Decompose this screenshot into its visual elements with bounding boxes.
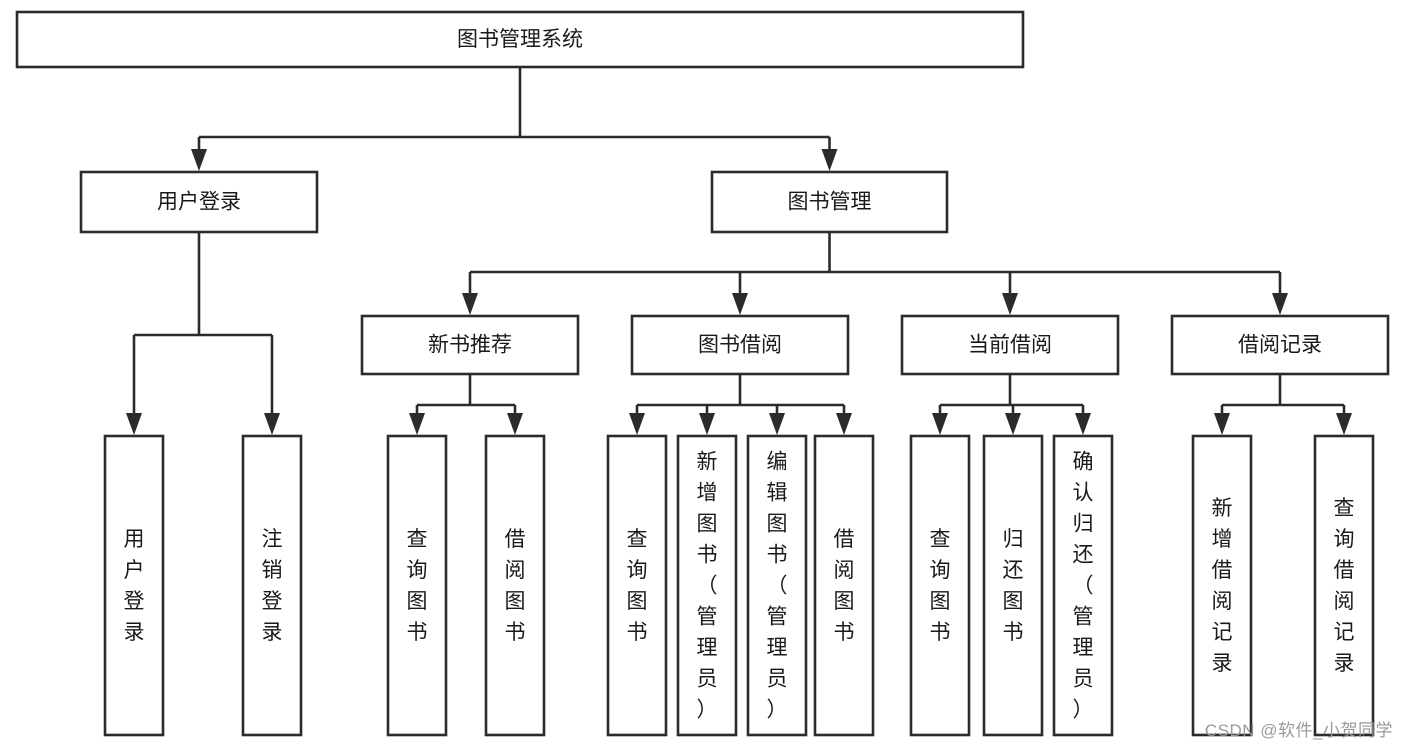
node-box-leaf-user-login[interactable] [103, 434, 165, 737]
arrow-head-icon [507, 413, 523, 435]
arrow-head-icon [462, 293, 478, 315]
connector-group-book-management [462, 232, 1288, 315]
arrow-head-icon [932, 413, 948, 435]
node-box-book-borrow[interactable] [630, 314, 850, 376]
arrow-head-icon [836, 413, 852, 435]
node-leaf-add-book[interactable]: 新增图书（管理员） [676, 434, 738, 737]
node-label-leaf-edit-book: 编辑图书（管理员） [767, 450, 788, 721]
node-label-leaf-borrow-book: 借阅图书 [834, 528, 855, 644]
node-box-leaf-edit-book[interactable] [746, 434, 808, 737]
node-leaf-query-book-rec[interactable]: 查询图书 [386, 434, 448, 737]
arrow-head-icon [732, 293, 748, 315]
arrow-head-icon [1336, 413, 1352, 435]
connector-group-root [191, 67, 838, 171]
arrow-head-icon [264, 413, 280, 435]
arrow-head-icon [821, 149, 838, 171]
connector-group-current-borrow [932, 374, 1091, 435]
arrow-head-icon [1005, 413, 1021, 435]
connector-group-new-book-recommend [409, 374, 523, 435]
node-box-user-login[interactable] [79, 170, 319, 234]
connector-group-borrow-record [1214, 374, 1352, 435]
node-user-login[interactable]: 用户登录 [79, 170, 319, 234]
node-current-borrow[interactable]: 当前借阅 [900, 314, 1120, 376]
node-label-leaf-add-book: 新增图书（管理员） [697, 450, 718, 721]
arrow-head-icon [1002, 293, 1018, 315]
node-box-new-book-recommend[interactable] [360, 314, 580, 376]
node-box-root[interactable] [15, 10, 1025, 69]
node-label-leaf-query-book-current: 查询图书 [930, 528, 951, 644]
node-box-borrow-record[interactable] [1170, 314, 1390, 376]
arrow-head-icon [699, 413, 715, 435]
connector-group-user-login [126, 232, 280, 435]
node-borrow-record[interactable]: 借阅记录 [1170, 314, 1390, 376]
node-label-book-borrow: 图书借阅 [698, 334, 782, 357]
node-label-leaf-user-login: 用户登录 [124, 528, 145, 644]
node-leaf-edit-book[interactable]: 编辑图书（管理员） [746, 434, 808, 737]
node-box-leaf-logout[interactable] [241, 434, 303, 737]
node-leaf-confirm-return[interactable]: 确认归还（管理员） [1052, 434, 1114, 737]
node-box-leaf-query-record[interactable] [1313, 434, 1375, 737]
node-leaf-user-login[interactable]: 用户登录 [103, 434, 165, 737]
node-root[interactable]: 图书管理系统 [15, 10, 1025, 69]
node-box-leaf-borrow-book[interactable] [813, 434, 875, 737]
node-label-leaf-borrow-book-rec: 借阅图书 [505, 528, 526, 644]
node-box-leaf-query-book-rec[interactable] [386, 434, 448, 737]
node-label-book-management: 图书管理 [788, 191, 872, 214]
connector-group-book-borrow [629, 374, 852, 435]
node-box-leaf-query-book-current[interactable] [909, 434, 971, 737]
watermark-text: CSDN @软件_小贺同学 [1204, 721, 1393, 740]
node-leaf-borrow-book-rec[interactable]: 借阅图书 [484, 434, 546, 737]
arrow-head-icon [1214, 413, 1230, 435]
node-box-leaf-add-record[interactable] [1191, 434, 1253, 737]
node-label-leaf-return-book: 归还图书 [1003, 528, 1024, 644]
node-label-current-borrow: 当前借阅 [968, 334, 1052, 357]
arrow-head-icon [1075, 413, 1091, 435]
node-label-leaf-logout: 注销登录 [262, 528, 283, 644]
node-book-borrow[interactable]: 图书借阅 [630, 314, 850, 376]
node-leaf-logout[interactable]: 注销登录 [241, 434, 303, 737]
node-leaf-add-record[interactable]: 新增借阅记录 [1191, 434, 1253, 737]
node-label-leaf-add-record: 新增借阅记录 [1212, 497, 1233, 675]
node-label-new-book-recommend: 新书推荐 [428, 334, 512, 357]
node-leaf-query-record[interactable]: 查询借阅记录 [1313, 434, 1375, 737]
node-book-management[interactable]: 图书管理 [710, 170, 949, 234]
node-box-leaf-return-book[interactable] [982, 434, 1044, 737]
connector-layer [126, 67, 1352, 435]
node-box-current-borrow[interactable] [900, 314, 1120, 376]
node-leaf-borrow-book[interactable]: 借阅图书 [813, 434, 875, 737]
node-leaf-query-book-borrow[interactable]: 查询图书 [606, 434, 668, 737]
node-box-leaf-add-book[interactable] [676, 434, 738, 737]
arrow-head-icon [1272, 293, 1288, 315]
node-label-leaf-query-book-borrow: 查询图书 [627, 528, 648, 644]
node-new-book-recommend[interactable]: 新书推荐 [360, 314, 580, 376]
arrow-head-icon [769, 413, 785, 435]
arrow-head-icon [126, 413, 142, 435]
node-layer: 图书管理系统用户登录图书管理新书推荐图书借阅当前借阅借阅记录用户登录注销登录查询… [15, 10, 1390, 737]
node-box-book-management[interactable] [710, 170, 949, 234]
node-box-leaf-confirm-return[interactable] [1052, 434, 1114, 737]
node-label-user-login: 用户登录 [157, 191, 241, 214]
arrow-head-icon [409, 413, 425, 435]
node-label-root: 图书管理系统 [457, 28, 583, 51]
arrow-head-icon [629, 413, 645, 435]
node-box-leaf-borrow-book-rec[interactable] [484, 434, 546, 737]
node-leaf-return-book[interactable]: 归还图书 [982, 434, 1044, 737]
node-label-leaf-query-record: 查询借阅记录 [1334, 497, 1355, 675]
node-label-borrow-record: 借阅记录 [1238, 334, 1322, 357]
node-leaf-query-book-current[interactable]: 查询图书 [909, 434, 971, 737]
node-label-leaf-confirm-return: 确认归还（管理员） [1073, 450, 1094, 721]
node-box-leaf-query-book-borrow[interactable] [606, 434, 668, 737]
arrow-head-icon [191, 149, 207, 171]
node-label-leaf-query-book-rec: 查询图书 [407, 528, 428, 644]
